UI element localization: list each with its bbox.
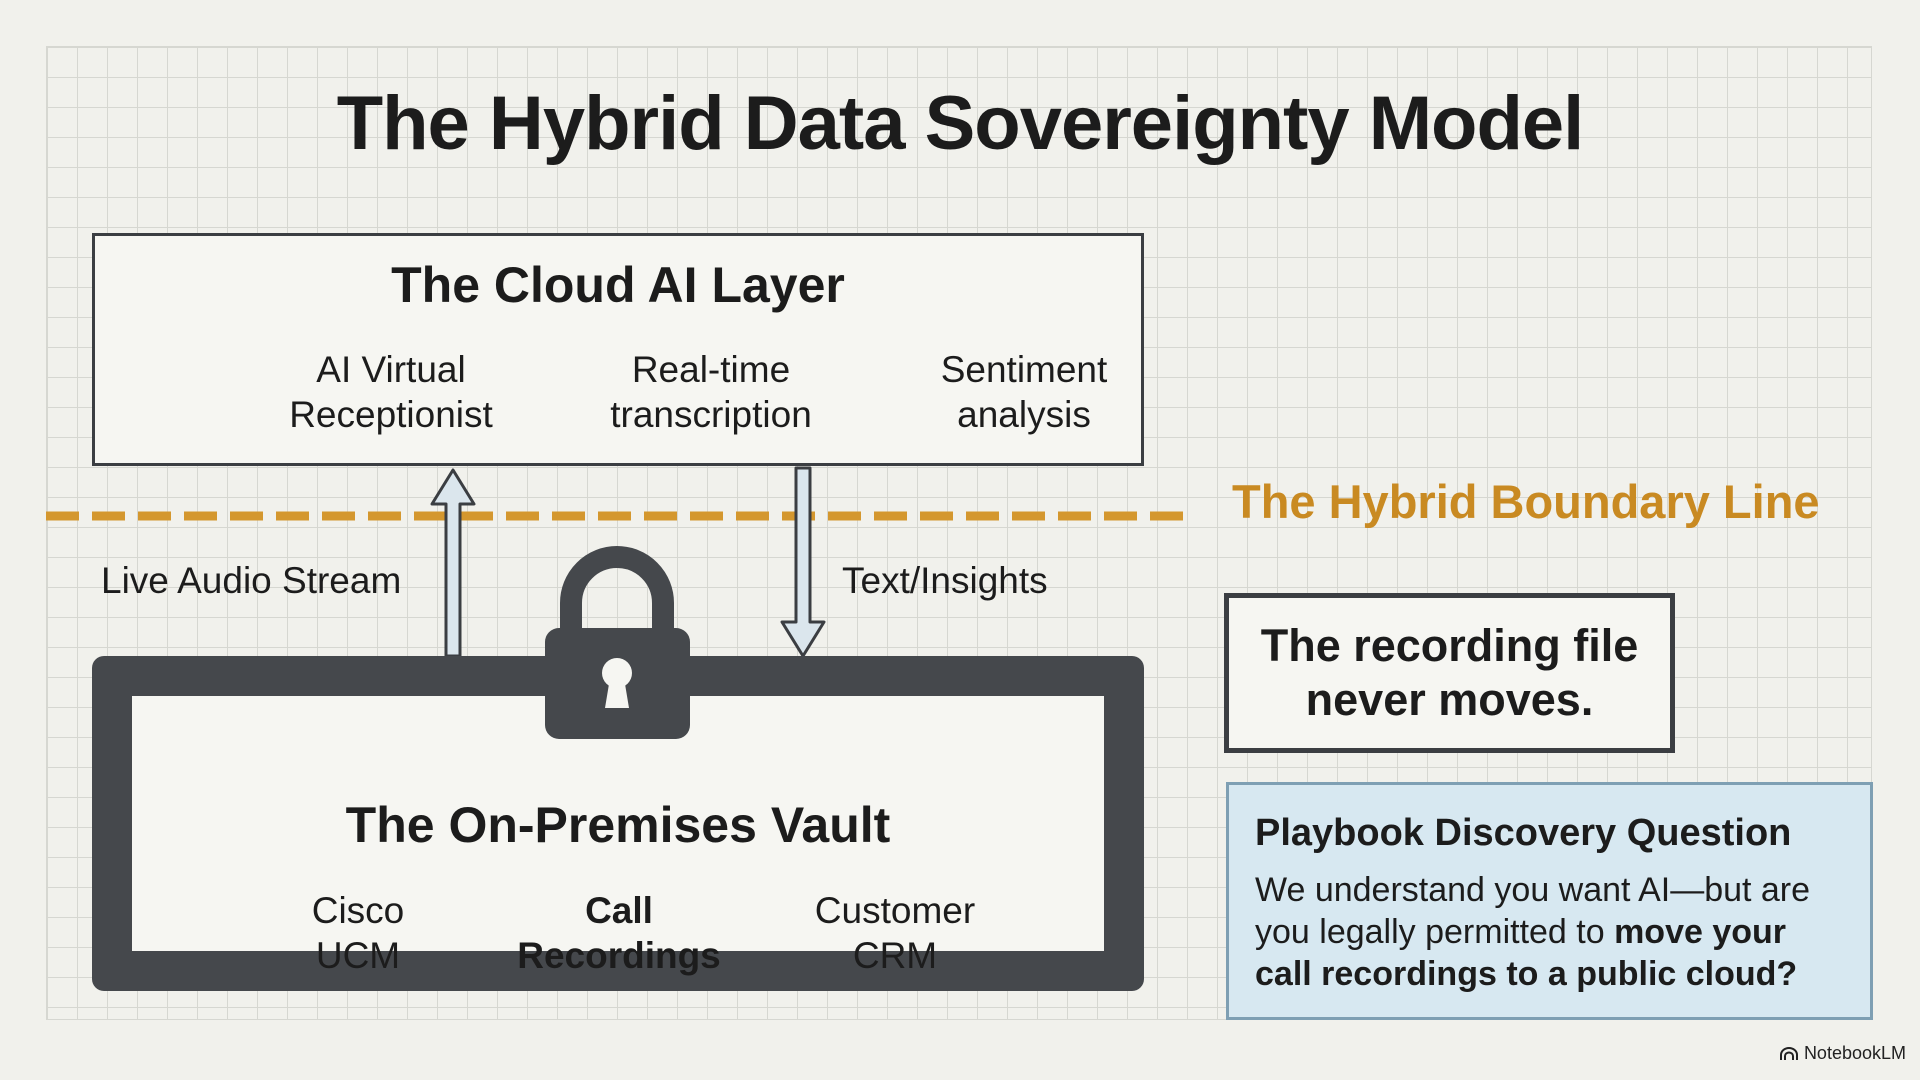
diagram-title: The Hybrid Data Sovereignty Model [336, 81, 1585, 166]
on-premises-vault-title: The On-Premises Vault [345, 797, 891, 853]
playbook-question-plain: We understand you want AI—but are you le… [1255, 871, 1811, 951]
playbook-question-bold: move your call recordings to a public cl… [1255, 913, 1798, 993]
up-arrow-icon [430, 468, 476, 658]
cloud-ai-layer-box: The Cloud AI Layer AI Virtual Receptioni… [92, 233, 1144, 466]
feature-ai-virtual-receptionist: AI Virtual Receptionist [289, 349, 493, 435]
playbook-discovery-box: Playbook Discovery Question We understan… [1226, 782, 1873, 1020]
playbook-question: We understand you want AI—but are you le… [1255, 869, 1844, 995]
live-audio-stream-label: Live Audio Stream [101, 560, 402, 601]
text-insights-label: Text/Insights [842, 560, 1048, 601]
vault-item-cisco-ucm: Cisco UCM [311, 890, 405, 976]
feature-sentiment-analysis: Sentiment analysis [940, 349, 1108, 435]
brand-label: NotebookLM [1803, 1043, 1906, 1063]
cloud-ai-layer-title: The Cloud AI Layer [391, 257, 845, 313]
hybrid-boundary-label: The Hybrid Boundary Line [1232, 475, 1820, 528]
feature-real-time-transcription: Real-time transcription [610, 349, 812, 435]
playbook-title: Playbook Discovery Question [1255, 812, 1792, 854]
vault-item-call-recordings: Call Recordings [517, 890, 721, 976]
lock-icon [545, 546, 690, 739]
notebooklm-logo-icon [1779, 1046, 1798, 1060]
notebooklm-brand: NotebookLM [1779, 1043, 1906, 1064]
vault-item-customer-crm: Customer CRM [814, 890, 976, 976]
recording-never-moves-note: The recording file never moves. [1224, 593, 1675, 753]
down-arrow-icon [780, 466, 826, 658]
